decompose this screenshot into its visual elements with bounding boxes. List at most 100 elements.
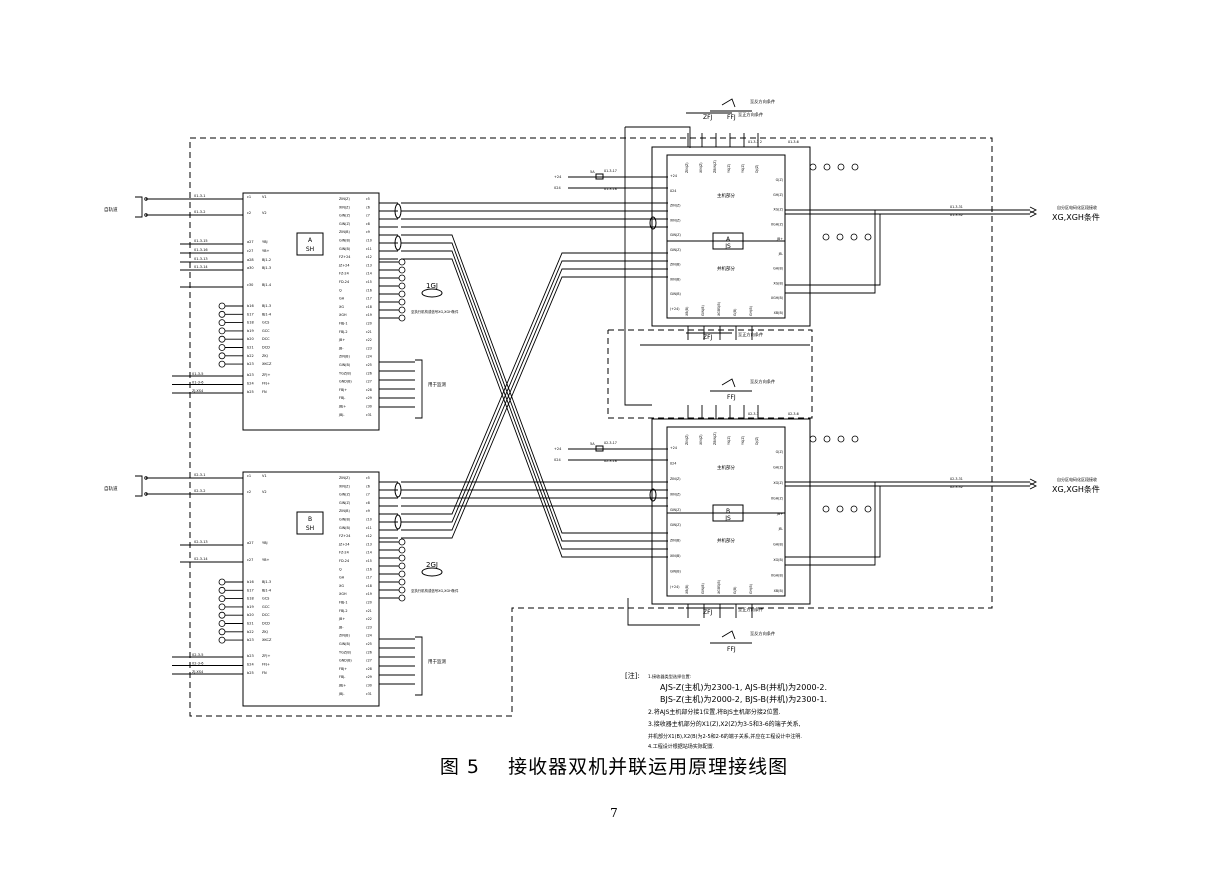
fuse [595, 445, 604, 452]
output-pin-num: c28 [366, 388, 372, 392]
relay-note: 至执行机构或信号XG,XGH条件 [411, 309, 459, 314]
top-ref: 01-3-6 [788, 140, 799, 144]
sh-unit-label: SH [306, 525, 314, 532]
pin-label: b25 [247, 390, 254, 394]
left-term: ZIN(Z) [670, 477, 681, 481]
pin-label: c1 [247, 195, 251, 199]
pin-name: ZFJ+ [262, 654, 270, 658]
pin-label: b20 [247, 337, 254, 341]
switch-contact [721, 98, 736, 108]
pin-label: b19 [247, 329, 254, 333]
circled-out [851, 435, 859, 443]
bottom-pin: GIN(B) [701, 583, 705, 594]
input-ref: ZJ-XS4 [192, 389, 204, 393]
sh-unit-label: A [308, 237, 313, 244]
top-pin: ZBIN(Z) [713, 432, 717, 445]
track-bracket [135, 196, 143, 218]
pin-name: YB+ [262, 558, 270, 562]
output-pin: FBJ-2 [339, 330, 348, 334]
output-pin-num: c30 [366, 684, 372, 688]
right-term: XG(B) [773, 281, 783, 285]
output-pin: GIN(B) [339, 526, 351, 530]
relay-coil [421, 288, 443, 298]
output-pin: GIN(Z) [339, 501, 351, 505]
output-pin-num: c6 [366, 205, 370, 209]
output-pin: GH [339, 576, 345, 580]
circled-out [398, 586, 406, 594]
output-pin-num: c11 [366, 247, 372, 251]
top-pin: ZIN(Z) [685, 162, 689, 173]
output-pin: FBJ-1 [339, 601, 348, 605]
note-line: 并机部分X1(B),X2(B)为2-5和2-6的端子关系,并应在工程设计中注明. [648, 733, 802, 740]
top-ref: 02-3-7 [748, 412, 759, 416]
pin-name: DCC [262, 613, 270, 617]
input-ref: ZJ-XS4 [192, 670, 204, 674]
output-pin-num: c20 [366, 601, 372, 605]
left-term: GIN(Z) [670, 248, 681, 252]
pin-label: c1 [247, 474, 251, 478]
input-ref: 02-3-13 [194, 540, 208, 544]
note-line: 3.接收器主机部分的X1(Z),X2(Z)为3-5和3-6的端子关系, [648, 720, 801, 728]
output-pin: ZIN(B) [339, 634, 351, 638]
input-ref: 01-3-6 [192, 381, 203, 385]
relay-note: 至执行机构或信号XG,XGH条件 [411, 588, 459, 593]
output-pin: FBJ-1 [339, 322, 348, 326]
output-pin-num: c26 [366, 650, 372, 654]
pin-label: b22 [247, 630, 254, 634]
output-pin-num: c8 [366, 501, 370, 505]
output-pin: GH [339, 297, 345, 301]
output-pin: JBJ+ [338, 684, 346, 688]
output-pin-num: c26 [366, 371, 372, 375]
output-pin: GIN(B) [339, 239, 351, 243]
left-term: (+24) [670, 585, 680, 589]
sh-unit-label: B [308, 516, 312, 523]
left-term: ZIN(B) [670, 539, 681, 543]
output-pin: JBJ+ [338, 405, 346, 409]
top-pin: YK(Z) [727, 164, 731, 173]
pin-name: YBJ [262, 541, 268, 545]
output-pin: GIN(B) [339, 642, 351, 646]
fwd-label: 至正方向条件 [738, 606, 763, 613]
track-label: 自轨道 [104, 485, 118, 492]
bottom-pin: G(B) [733, 309, 737, 316]
zfj-label: ZFJ [703, 114, 713, 121]
left-term: XIN(Z) [670, 218, 681, 222]
right-term: XG(Z) [773, 208, 783, 212]
output-pin: FBJ- [339, 675, 346, 679]
circled-ref [218, 310, 226, 318]
input-ref: 01-3-5 [192, 372, 203, 376]
output-ref: 02-3-31 [950, 477, 963, 481]
circled-out [398, 314, 406, 322]
circled-out [398, 266, 406, 274]
output-pin: GIN(B) [339, 247, 351, 251]
circled-out [836, 233, 844, 241]
sh-unit-label-box [296, 232, 324, 256]
sh-unit-box [242, 471, 380, 707]
circled-out [823, 435, 831, 443]
switch-contact [721, 630, 736, 640]
ffj-label: FFJ [727, 394, 736, 401]
output-pin-num: c16 [366, 288, 372, 292]
pin-label: b17 [247, 588, 254, 592]
output-pin: GIN(Z) [339, 214, 351, 218]
fwd-label: 至正方向条件 [738, 331, 763, 338]
pin-label: b20 [247, 613, 254, 617]
pin-name: FN [262, 390, 267, 394]
main-label: 主机部分 [717, 192, 735, 199]
output-pin: Q [339, 288, 342, 292]
circled-out [809, 435, 817, 443]
figure-caption: 图 5 接收器双机并联运用原理接线图 [0, 752, 1228, 779]
output-pin: XG [339, 305, 344, 309]
note-line: AJS-Z(主机)为2300-1, AJS-B(并机)为2000-2. [660, 682, 827, 692]
output-pin: XGH [339, 592, 347, 596]
pin-label: c27 [247, 558, 253, 562]
middle-dashed-frame [607, 329, 813, 419]
output-pin: XGH [339, 313, 347, 317]
bottom-pin: GH(B) [749, 306, 753, 316]
power-ref: 024 [554, 458, 561, 462]
pin-label: c2 [247, 490, 251, 494]
output-pin: JBJ- [338, 413, 345, 417]
plug [649, 488, 657, 502]
circled-ref [218, 628, 226, 636]
